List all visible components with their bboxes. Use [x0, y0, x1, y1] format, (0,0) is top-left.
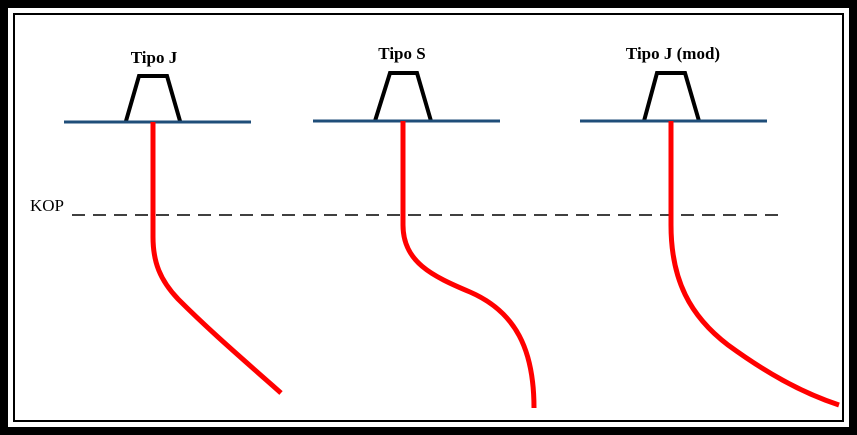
well-tipo-j-mod: Tipo J (mod) [580, 44, 840, 408]
well-path [400, 121, 537, 409]
well-tipo-j: Tipo J [64, 48, 283, 395]
rig-icon [373, 71, 433, 122]
well-title-tipo-s: Tipo S [378, 44, 425, 63]
well-tipo-s: Tipo S [313, 44, 537, 409]
rig-icon [642, 71, 701, 122]
inner-frame [13, 13, 844, 422]
well-path [150, 122, 283, 395]
well-title-tipo-j-mod: Tipo J (mod) [626, 44, 720, 63]
rig-icon [124, 74, 182, 122]
well-path [668, 121, 840, 408]
kop-label: KOP [30, 196, 64, 215]
well-title-tipo-j: Tipo J [131, 48, 178, 67]
